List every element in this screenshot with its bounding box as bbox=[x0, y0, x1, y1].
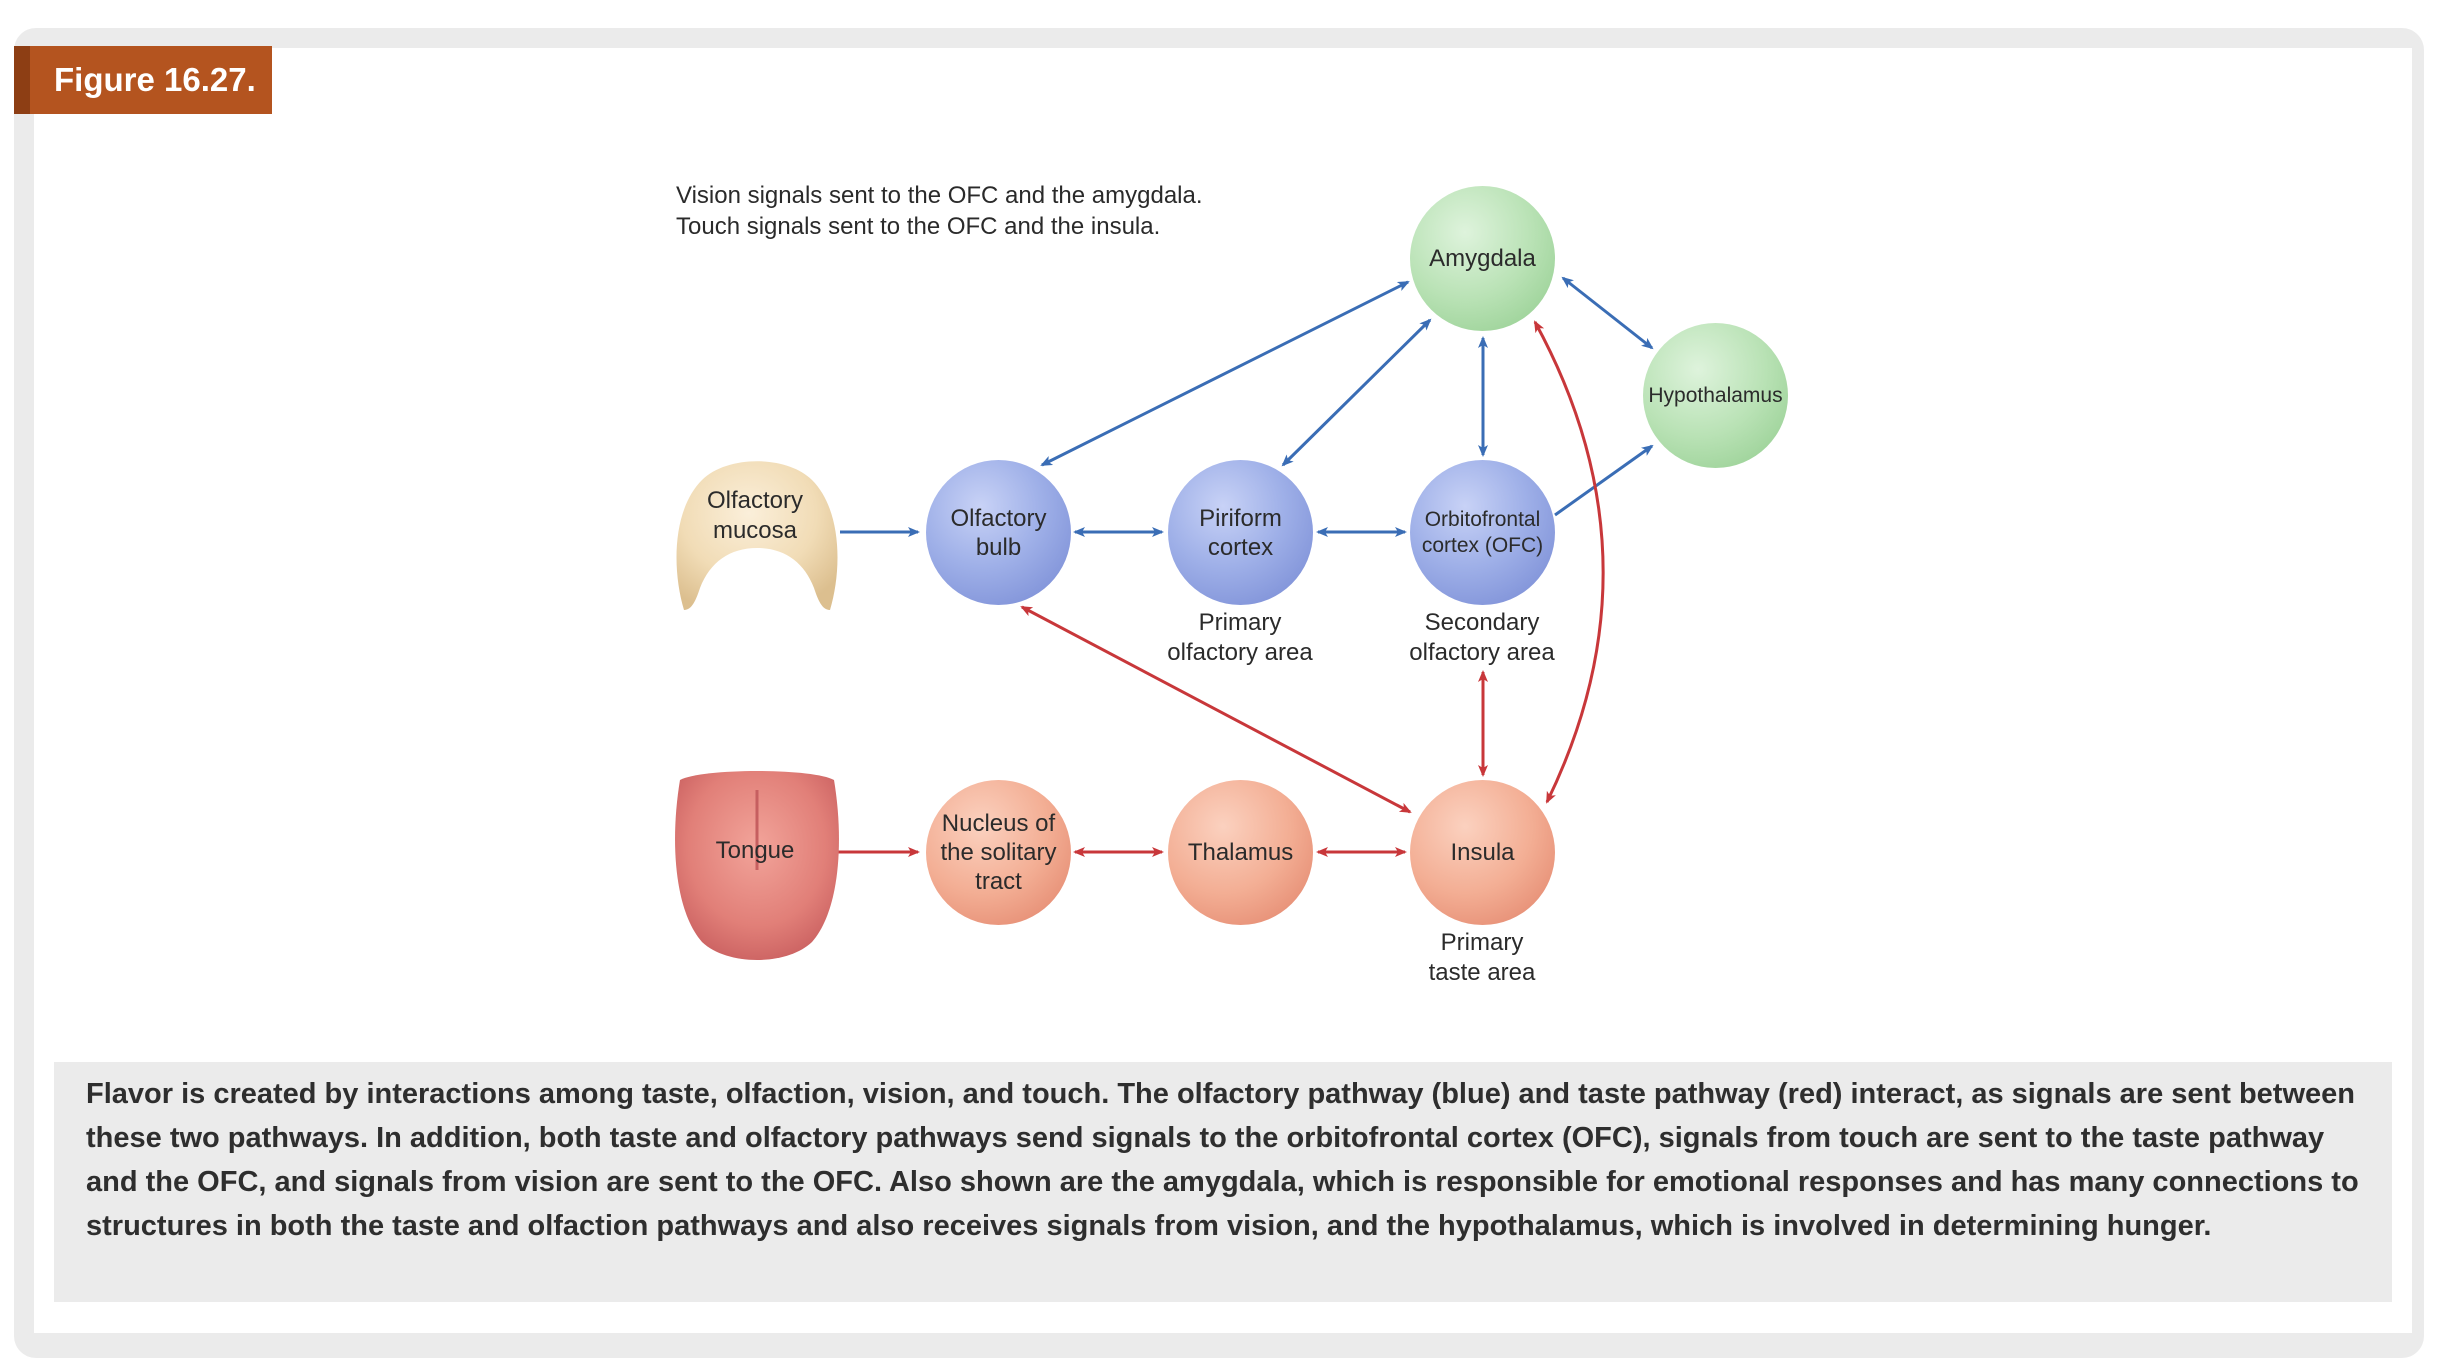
ofc-node: Orbitofrontal cortex (OFC) bbox=[1410, 460, 1555, 605]
figure-label: Figure 16.27. bbox=[14, 46, 272, 114]
insula-node: Insula bbox=[1410, 780, 1555, 925]
piriform-cortex-node: Piriform cortex bbox=[1168, 460, 1313, 605]
arrow-piriform-amygdala bbox=[1281, 318, 1432, 467]
hypothalamus-node: Hypothalamus bbox=[1643, 323, 1788, 468]
diagram-note: Vision signals sent to the OFC and the a… bbox=[676, 180, 1203, 242]
arrow-amygdala-hypothalamus bbox=[1561, 276, 1654, 350]
note-vision: Vision signals sent to the OFC and the a… bbox=[676, 182, 1203, 209]
arrow-amygdala-insula bbox=[1533, 320, 1605, 804]
arrow-ofc-to-hypothalamus bbox=[1554, 444, 1654, 517]
figure-caption: Flavor is created by interactions among … bbox=[54, 1062, 2392, 1302]
nucleus-solitary-tract-node: Nucleus of the solitary tract bbox=[926, 780, 1071, 925]
primary-taste-area-label: Primary taste area bbox=[1428, 929, 1536, 986]
tongue-label: Tongue bbox=[715, 837, 795, 864]
olfactory-mucosa-shape bbox=[676, 461, 838, 610]
amygdala-node: Amygdala bbox=[1410, 186, 1555, 331]
caption-text: Flavor is created by interactions among … bbox=[86, 1078, 2359, 1242]
arrow-bulb-amygdala bbox=[1040, 280, 1410, 467]
primary-olfactory-area-label: Primary olfactory area bbox=[1167, 609, 1313, 666]
note-touch: Touch signals sent to the OFC and the in… bbox=[676, 213, 1161, 240]
arrow-bulb-insula bbox=[1020, 605, 1412, 814]
thalamus-node: Thalamus bbox=[1168, 780, 1313, 925]
tongue-shape bbox=[675, 771, 839, 960]
secondary-olfactory-area-label: Secondary olfactory area bbox=[1409, 609, 1555, 666]
olfactory-mucosa-label: Olfactory mucosa bbox=[706, 487, 804, 544]
olfactory-bulb-node: Olfactory bulb bbox=[926, 460, 1071, 605]
figure-label-accent bbox=[14, 46, 30, 114]
